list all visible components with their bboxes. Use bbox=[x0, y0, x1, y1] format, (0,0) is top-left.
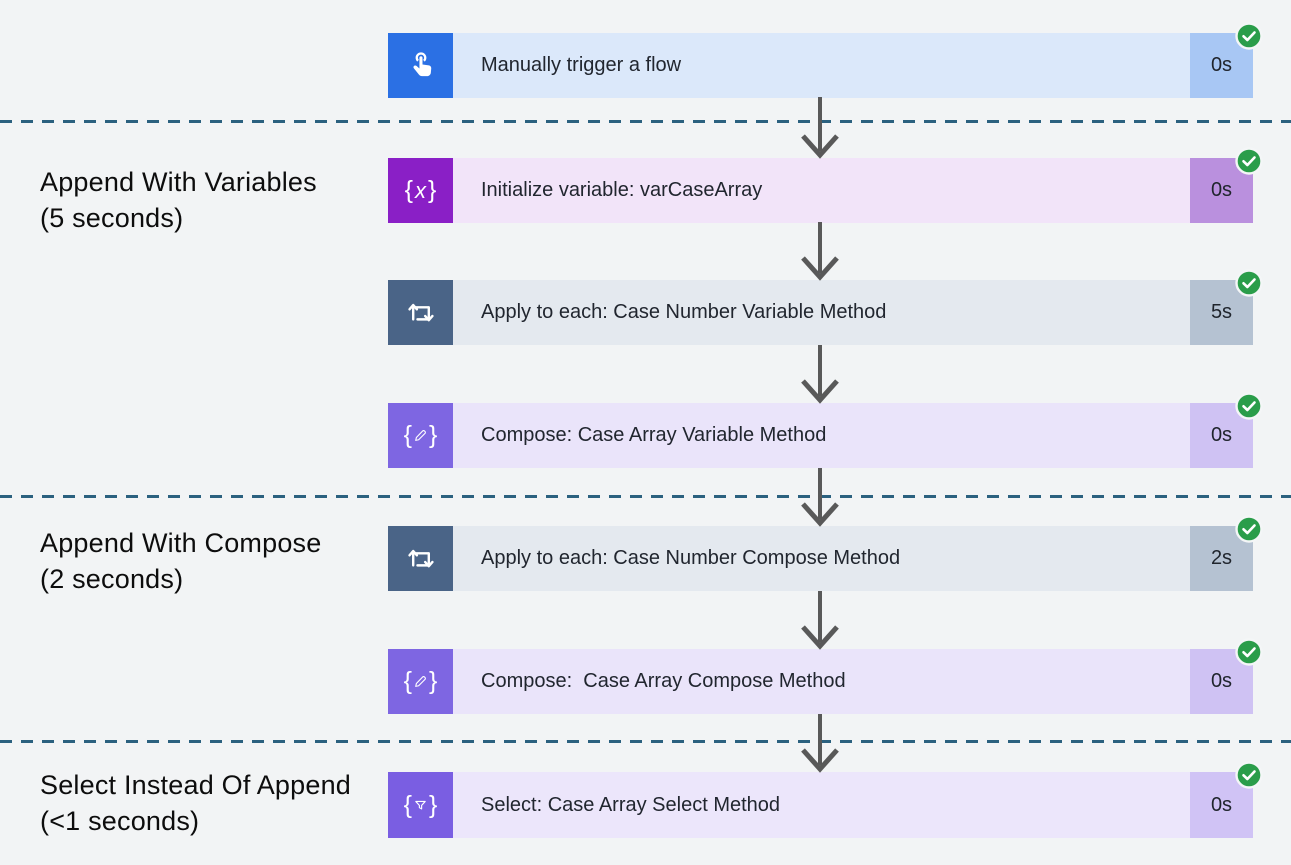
braces-x-variable-icon: {x} bbox=[388, 158, 453, 223]
step-card-compose-compose[interactable]: {} Compose: Case Array Compose Method 0s bbox=[388, 638, 1263, 714]
step-title: Compose: Case Array Variable Method bbox=[453, 403, 1190, 468]
step-card-apply-to-each-variable[interactable]: Apply to each: Case Number Variable Meth… bbox=[388, 269, 1263, 345]
step-card-manually-trigger-a-flow[interactable]: Manually trigger a flow 0s bbox=[388, 22, 1263, 98]
step-title: Apply to each: Case Number Compose Metho… bbox=[453, 526, 1190, 591]
braces-funnel-select-icon: {} bbox=[388, 772, 453, 838]
success-check-icon bbox=[1235, 269, 1263, 297]
section-label-line1: Select Instead Of Append bbox=[40, 770, 352, 800]
section-label-line1: Append With Variables bbox=[40, 167, 317, 197]
section-label-line1: Append With Compose bbox=[40, 528, 322, 558]
section-label-line2: (5 seconds) bbox=[40, 203, 184, 233]
section-label-append-with-compose: Append With Compose (2 seconds) bbox=[40, 525, 321, 597]
step-duration-badge: 0s bbox=[1190, 403, 1253, 468]
connector-arrow bbox=[801, 345, 839, 404]
step-title: Initialize variable: varCaseArray bbox=[453, 158, 1190, 223]
step-title: Select: Case Array Select Method bbox=[453, 772, 1190, 838]
step-card-initialize-variable[interactable]: {x} Initialize variable: varCaseArray 0s bbox=[388, 147, 1263, 223]
braces-pencil-compose-icon: {} bbox=[388, 403, 453, 468]
success-check-icon bbox=[1235, 22, 1263, 50]
success-check-icon bbox=[1235, 761, 1263, 789]
success-check-icon bbox=[1235, 392, 1263, 420]
section-label-line2: (<1 seconds) bbox=[40, 806, 200, 836]
step-card-compose-variable[interactable]: {} Compose: Case Array Variable Method 0… bbox=[388, 392, 1263, 468]
section-divider-2 bbox=[0, 495, 1291, 498]
step-card-apply-to-each-compose[interactable]: Apply to each: Case Number Compose Metho… bbox=[388, 515, 1263, 591]
section-label-line2: (2 seconds) bbox=[40, 564, 184, 594]
section-divider-1 bbox=[0, 120, 1291, 123]
loop-repeat-icon bbox=[388, 526, 453, 591]
success-check-icon bbox=[1235, 515, 1263, 543]
section-label-select-instead-of-append: Select Instead Of Append (<1 seconds) bbox=[40, 767, 351, 839]
braces-pencil-compose-icon: {} bbox=[388, 649, 453, 714]
connector-arrow bbox=[801, 468, 839, 527]
connector-arrow bbox=[801, 714, 839, 773]
success-check-icon bbox=[1235, 638, 1263, 666]
step-title: Apply to each: Case Number Variable Meth… bbox=[453, 280, 1190, 345]
section-divider-3 bbox=[0, 740, 1291, 743]
section-label-append-with-variables: Append With Variables (5 seconds) bbox=[40, 164, 317, 236]
connector-arrow bbox=[801, 222, 839, 281]
step-title: Compose: Case Array Compose Method bbox=[453, 649, 1190, 714]
connector-arrow bbox=[801, 591, 839, 650]
success-check-icon bbox=[1235, 147, 1263, 175]
loop-repeat-icon bbox=[388, 280, 453, 345]
hand-tap-icon bbox=[388, 33, 453, 98]
step-card-select[interactable]: {} Select: Case Array Select Method 0s bbox=[388, 761, 1263, 838]
connector-arrow bbox=[801, 97, 839, 159]
step-title: Manually trigger a flow bbox=[453, 33, 1190, 98]
